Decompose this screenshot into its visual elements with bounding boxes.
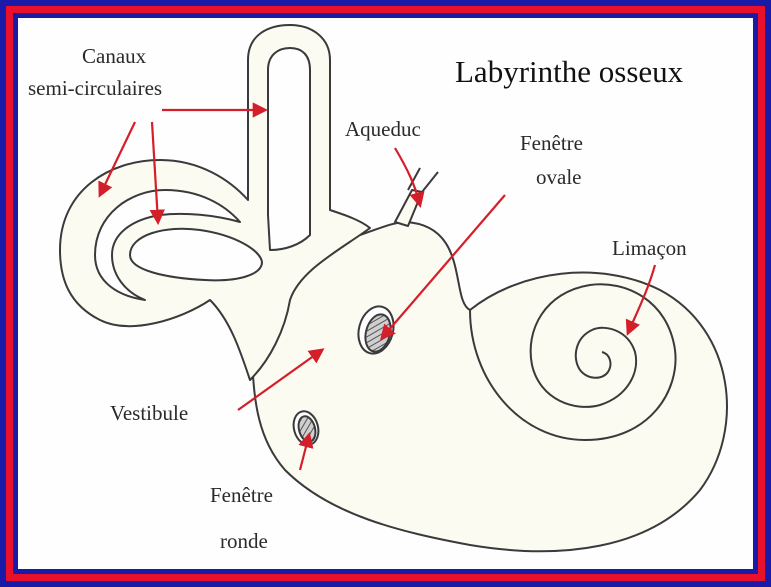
label-fenetre-ronde-line2: ronde [220,529,268,553]
label-canaux-line2: semi-circulaires [28,76,162,100]
label-vestibule: Vestibule [110,401,188,425]
label-fenetre-ovale-line2: ovale [536,165,581,189]
label-fenetre-ovale-line1: Fenêtre [520,131,583,155]
label-aqueduc: Aqueduc [345,117,421,141]
anterior-canal-inner [268,48,310,250]
label-fenetre-ronde-line1: Fenêtre [210,483,273,507]
label-canaux-line1: Canaux [82,44,147,68]
label-limacon: Limaçon [612,236,687,260]
diagram-title: Labyrinthe osseux [455,54,684,89]
